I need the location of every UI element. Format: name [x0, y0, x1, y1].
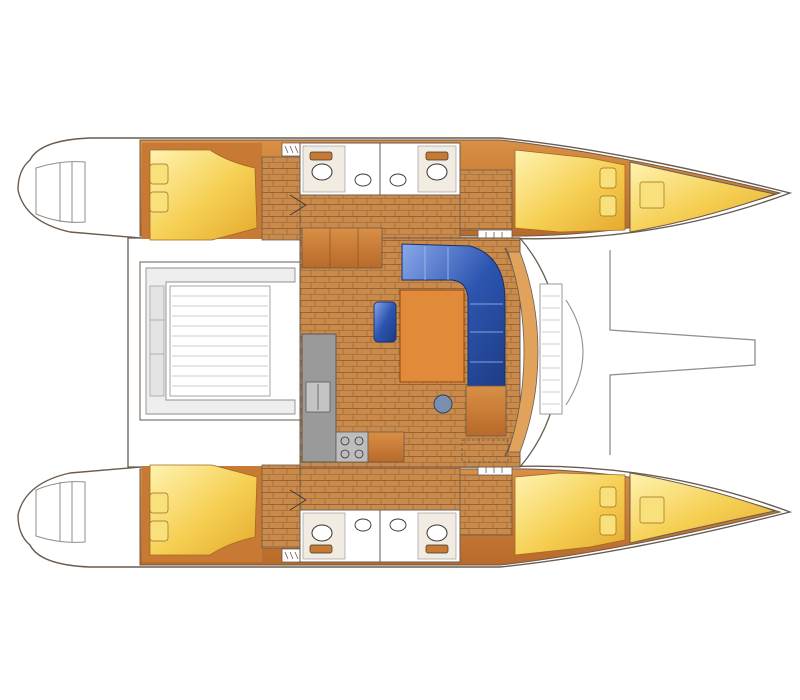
- burner-icon: [340, 449, 350, 459]
- saloon-table: [399, 289, 465, 383]
- saloon-pouf: [373, 301, 397, 343]
- washbasin-icon: [389, 173, 407, 187]
- burner-icon: [340, 436, 350, 446]
- toilet-tank: [425, 544, 449, 554]
- starboard-forward-pillow: [599, 514, 617, 536]
- port-aft-berth: [149, 149, 258, 241]
- washbasin-icon: [354, 518, 372, 532]
- cockpit: [139, 261, 301, 421]
- starboard-bow-locker: [629, 472, 777, 544]
- washbasin-icon: [354, 173, 372, 187]
- port-bow-locker: [629, 161, 777, 233]
- saloon-entry-steps: [301, 227, 383, 269]
- stern-steps: [35, 161, 86, 543]
- toilet-tank: [309, 151, 333, 161]
- starboard-corridor: [299, 464, 461, 511]
- port-hull-interior: [139, 139, 782, 251]
- toilet-icon: [426, 163, 448, 181]
- starboard-aft-pillow: [149, 520, 169, 542]
- nav-seat: [433, 394, 453, 414]
- starboard-hull-interior: [139, 454, 782, 566]
- toilet-tank: [309, 544, 333, 554]
- toilet-icon: [311, 163, 333, 181]
- trampoline-line: [565, 299, 584, 406]
- toilet-tank: [425, 151, 449, 161]
- forward-lounge: [539, 283, 563, 415]
- port-aft-pillow: [149, 163, 169, 185]
- galley-stove: [335, 431, 369, 463]
- saloon: [299, 227, 563, 468]
- foredeck-beam: [609, 250, 756, 455]
- starboard-locker-icon: [281, 548, 301, 563]
- toilet-icon: [311, 524, 333, 542]
- toilet-icon: [426, 524, 448, 542]
- port-forward-berth: [514, 149, 626, 233]
- port-forward-pillow: [599, 195, 617, 217]
- starboard-forward-berth: [514, 472, 626, 556]
- burner-icon: [354, 436, 364, 446]
- burner-icon: [354, 449, 364, 459]
- cockpit-table: [169, 285, 271, 397]
- port-aft-pillow: [149, 191, 169, 213]
- cockpit-bench: [145, 267, 296, 415]
- starboard-aft-berth: [149, 464, 258, 556]
- washbasin-icon: [389, 518, 407, 532]
- starboard-aft-pillow: [149, 492, 169, 514]
- nav-station: [465, 385, 507, 437]
- starboard-forward-pillow: [599, 486, 617, 508]
- port-forward-pillow: [599, 167, 617, 189]
- port-locker-icon: [281, 142, 301, 157]
